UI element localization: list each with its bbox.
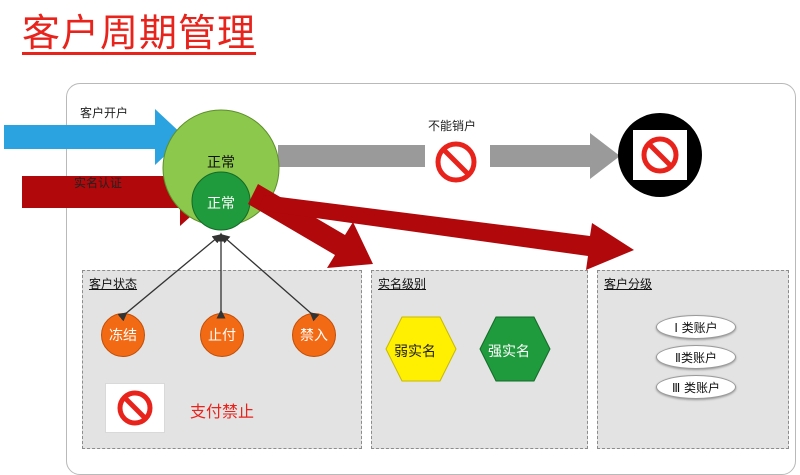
- gray-arrow-left-segment: [278, 145, 425, 167]
- customer-class-panel: 客户分级 Ⅰ 类账户 Ⅱ类账户 Ⅲ 类账户: [597, 270, 789, 449]
- strong-real-name-hexagon: [479, 316, 551, 382]
- diagram-arrows: [4, 109, 702, 322]
- class-3-account: Ⅲ 类账户: [656, 375, 736, 399]
- payment-ban-label: 支付禁止: [190, 402, 255, 421]
- real-name-auth-label: 实名认证: [74, 176, 123, 190]
- closed-prohibited-icon: [641, 136, 679, 174]
- strong-real-name-label: 强实名: [488, 344, 530, 360]
- blue-arrow: [4, 109, 185, 165]
- real-name-level-title: 实名级别: [378, 277, 427, 291]
- gray-arrow-right-segment: [490, 133, 620, 179]
- class-1-account: Ⅰ 类账户: [656, 315, 736, 339]
- cannot-close-label: 不能销户: [428, 119, 477, 133]
- page-title: 客户周期管理: [22, 11, 257, 55]
- cannot-close-prohibited-icon: [435, 141, 477, 183]
- red-arrow-to-class: [258, 195, 634, 270]
- normal-inner-label: 正常: [207, 196, 235, 212]
- open-account-label: 客户开户: [80, 106, 129, 120]
- status-link-no-entry: [220, 234, 320, 322]
- class-2-account: Ⅱ类账户: [656, 345, 736, 369]
- weak-real-name-hexagon: [385, 316, 457, 382]
- level-hexagons: [385, 316, 551, 382]
- real-name-level-panel: 实名级别 弱实名 强实名: [371, 270, 588, 449]
- payment-ban-sign: [105, 383, 165, 433]
- red-arrow-left: [22, 158, 218, 226]
- prohibited-icon: [117, 390, 153, 426]
- normal-outer-label: 正常: [207, 155, 235, 171]
- customer-class-title: 客户分级: [604, 277, 653, 291]
- weak-real-name-label: 弱实名: [394, 344, 436, 360]
- status-link-frozen: [117, 234, 222, 322]
